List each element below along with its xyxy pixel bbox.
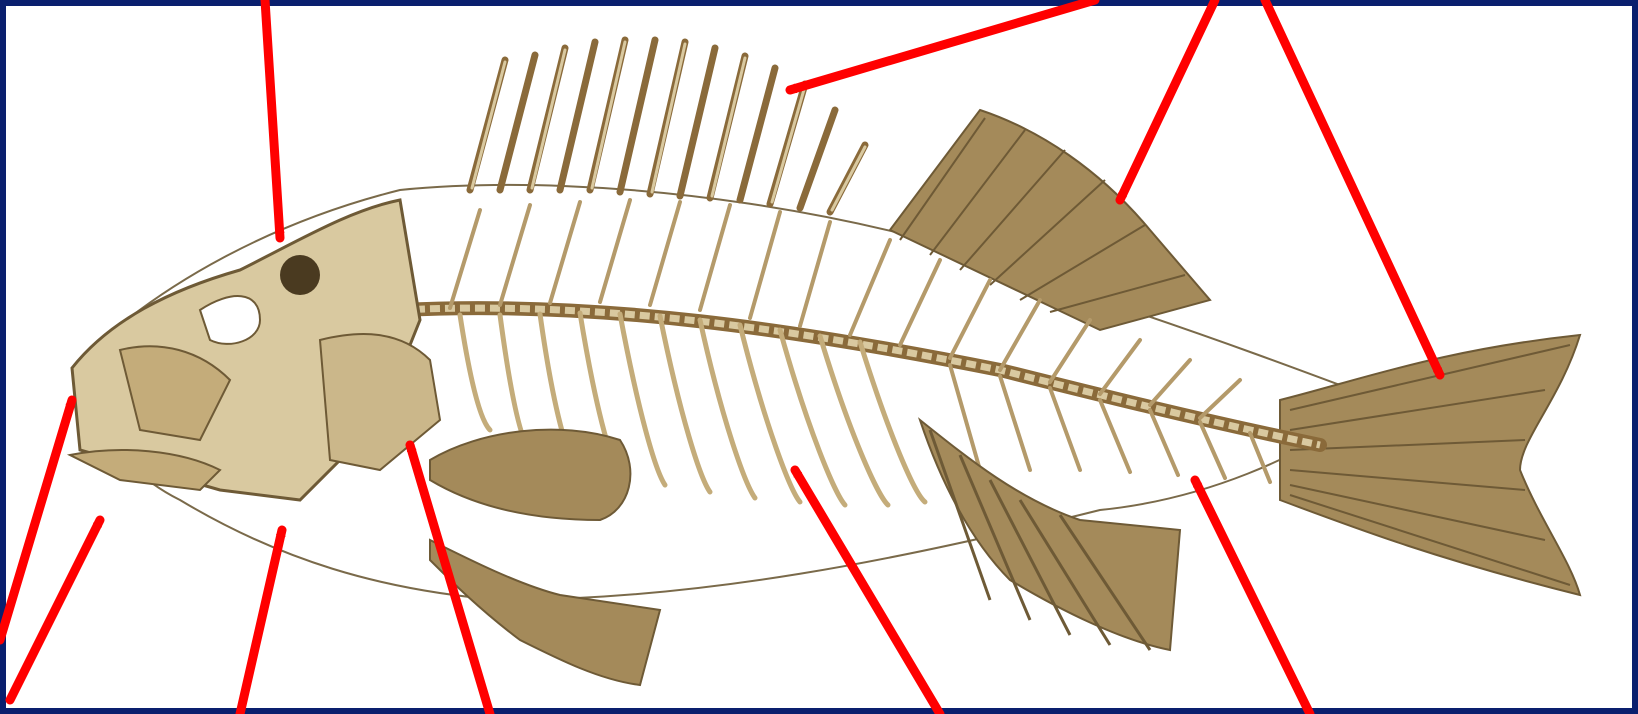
eye-orbit — [280, 255, 320, 295]
